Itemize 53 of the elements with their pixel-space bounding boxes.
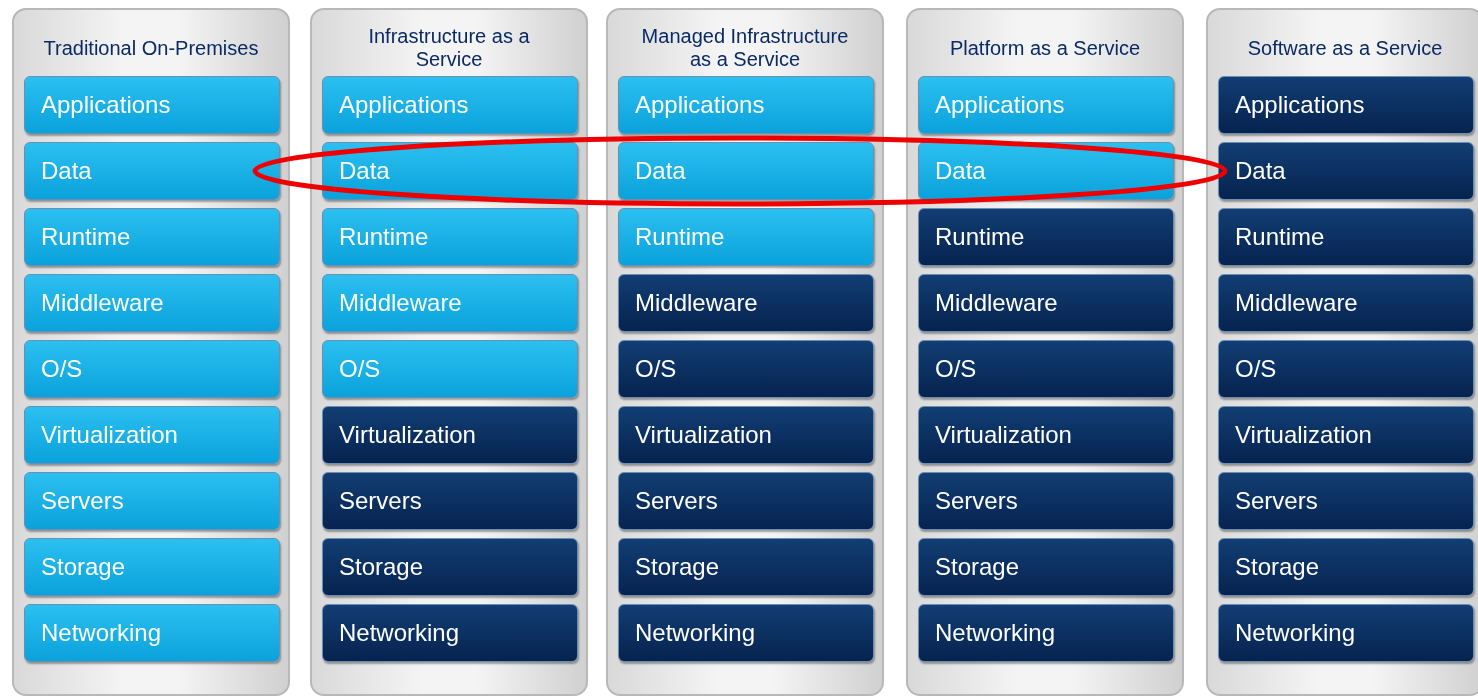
column-panel [310,8,588,696]
layer-box: Applications [24,76,280,134]
column-heading: Software as a Service [1246,35,1444,61]
layer-box: O/S [618,340,874,398]
layer-box: Virtualization [618,406,874,464]
layer-box: Middleware [24,274,280,332]
layer-box: Middleware [1218,274,1474,332]
layer-box: Networking [1218,604,1474,662]
layer-box: Storage [322,538,578,596]
layer-box: Networking [918,604,1174,662]
column-heading: Platform as a Service [948,35,1142,61]
column-heading: Managed Infrastructure as a Service [640,24,850,72]
column-panel [1206,8,1478,696]
layer-box: O/S [1218,340,1474,398]
layer-box: Storage [24,538,280,596]
column-panel [606,8,884,696]
column-panel [12,8,290,696]
layer-box: Virtualization [322,406,578,464]
column-panel [906,8,1184,696]
layer-box: Virtualization [24,406,280,464]
layer-box: Storage [618,538,874,596]
layer-box: Virtualization [918,406,1174,464]
layer-box: Runtime [1218,208,1474,266]
layer-box: Applications [322,76,578,134]
layer-box: Runtime [322,208,578,266]
layer-box: Networking [322,604,578,662]
layer-box: Applications [918,76,1174,134]
layer-box: O/S [918,340,1174,398]
column-heading: Traditional On-Premises [42,35,260,61]
layer-box: Servers [918,472,1174,530]
layer-box: O/S [322,340,578,398]
layer-box: Middleware [618,274,874,332]
layer-box: Applications [1218,76,1474,134]
layer-box: Servers [1218,472,1474,530]
layer-box: Servers [322,472,578,530]
layer-box: Data [24,142,280,200]
layer-box: Servers [618,472,874,530]
column-heading: Infrastructure as a Service [367,24,531,72]
layer-box: Virtualization [1218,406,1474,464]
layer-box: Middleware [918,274,1174,332]
layer-box: Middleware [322,274,578,332]
layer-box: Applications [618,76,874,134]
layer-box: Data [1218,142,1474,200]
layer-box: Storage [1218,538,1474,596]
layer-box: Runtime [24,208,280,266]
layer-box: O/S [24,340,280,398]
layer-box: Servers [24,472,280,530]
layer-box: Runtime [618,208,874,266]
layer-box: Networking [618,604,874,662]
layer-box: Data [618,142,874,200]
layer-box: Runtime [918,208,1174,266]
layer-box: Networking [24,604,280,662]
layer-box: Storage [918,538,1174,596]
